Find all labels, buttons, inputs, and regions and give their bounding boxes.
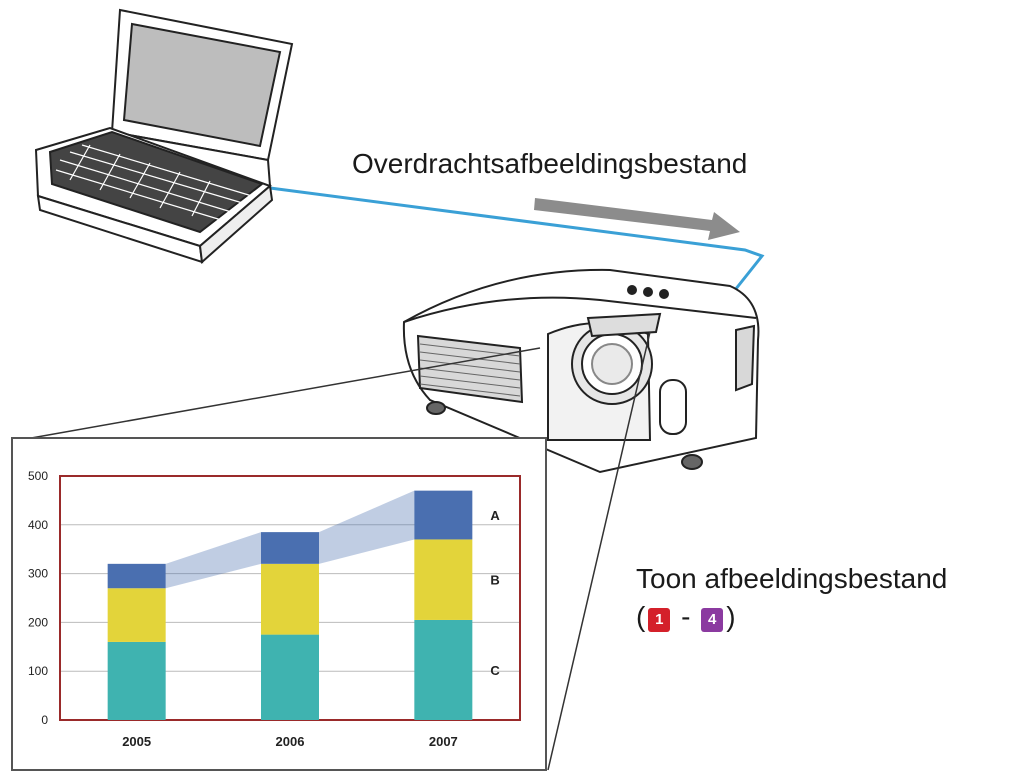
projection-beam [19,331,651,771]
bar-segment [261,634,319,720]
connector-band [165,532,261,589]
series-label: C [490,663,500,678]
range-sep: - [681,601,691,632]
stacked-bar-chart: 0 100 200 300 400 500 2005 2006 2007 C B A [28,469,521,749]
connector-band [319,490,415,564]
bar-segment [261,563,319,635]
bar-segment [107,563,166,589]
y-tick-label: 300 [28,567,48,581]
x-tick-label: 2006 [276,734,305,749]
x-tick-label: 2007 [429,734,458,749]
projector-icon [402,268,760,474]
x-tick-label: 2005 [122,734,151,749]
display-title: Toon afbeeldingsbestand [636,563,948,594]
bar-segment [107,641,166,720]
bar-segment [414,619,473,720]
laptop-icon [34,8,294,265]
y-tick-label: 400 [28,518,48,532]
bar-segment [107,588,166,642]
transfer-label: Overdrachtsafbeeldingsbestand [352,148,748,179]
image-range: (1 - 4) [636,598,947,636]
y-tick-label: 100 [28,664,48,678]
series-label: A [490,508,500,523]
display-label: Toon afbeeldingsbestand (1 - 4) [636,560,947,636]
series-label: B [490,573,499,588]
bar-segment [414,539,473,620]
y-tick-label: 0 [41,713,48,727]
badge-last: 4 [701,608,724,632]
transfer-arrow-icon [534,198,740,240]
y-tick-label: 200 [28,615,48,629]
bar-segment [414,490,473,540]
bar-segment [261,532,319,564]
range-close: ) [726,601,736,632]
y-tick-label: 500 [28,469,48,483]
range-open: ( [636,601,646,632]
badge-first: 1 [648,608,671,632]
cable-line [269,186,765,291]
